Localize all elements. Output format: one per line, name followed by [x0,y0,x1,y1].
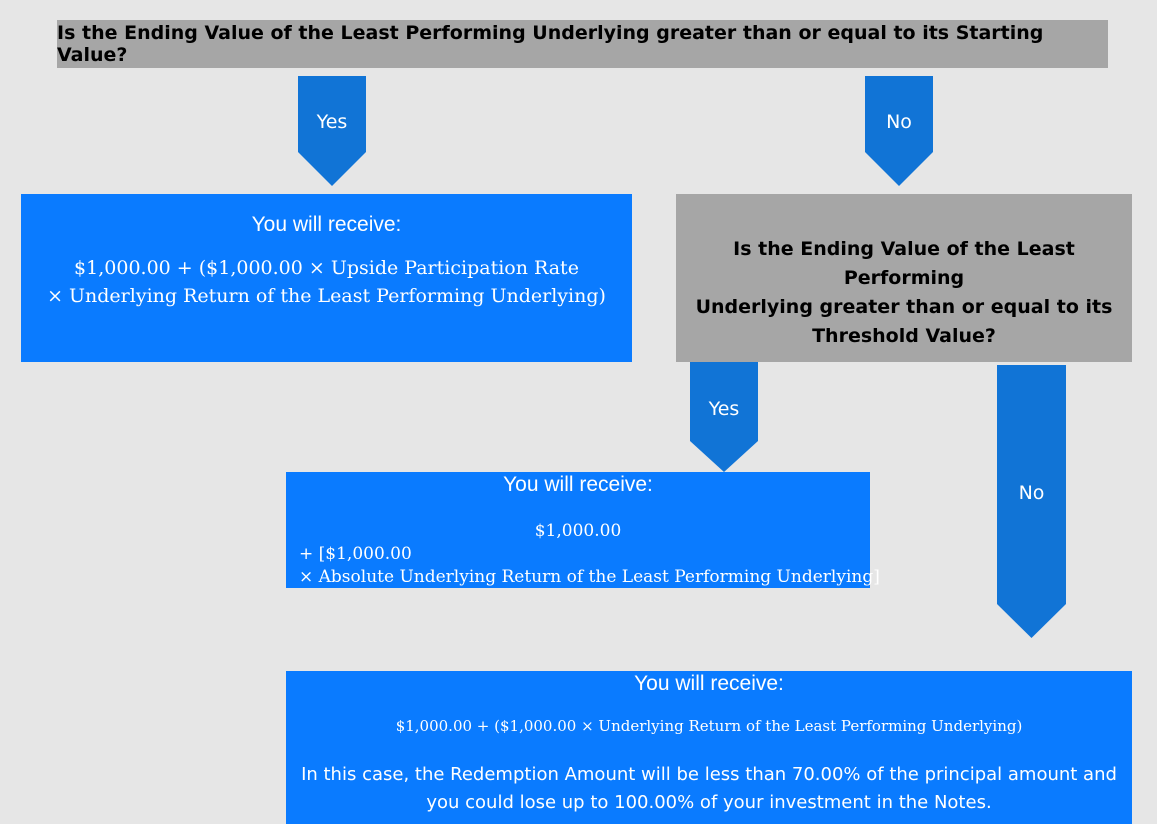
threshold-value-question: Is the Ending Value of the Least Perform… [676,194,1132,362]
no-arrow-1: No [865,76,933,186]
down-arrow-icon [690,362,758,472]
down-arrow-icon [997,365,1066,638]
warning-line: In this case, the Redemption Amount will… [301,764,1117,785]
outcome-formula: $1,000.00 + ($1,000.00 × Underlying Retu… [395,717,1023,735]
yes-arrow-1: Yes [298,76,366,186]
starting-value-question-text: Is the Ending Value of the Least Perform… [57,22,1044,66]
yes-label: Yes [316,111,348,133]
outcome-below-threshold-value: You will receive: $1,000.00 + ($1,000.00… [286,671,1132,824]
base-amount: $1,000.00 [534,521,622,541]
yes-arrow-2: Yes [690,362,758,472]
formula-line: + [$1,000.00 [299,544,412,564]
question-line: Underlying greater than or equal to its [695,296,1113,318]
question-line: Threshold Value? [812,325,996,347]
outcome-heading: You will receive: [251,213,402,236]
loss-warning: In this case, the Redemption Amount will… [286,761,1132,817]
formula-line: $1,000.00 + ($1,000.00 × Upside Particip… [74,257,579,279]
outcome-heading: You will receive: [503,473,653,496]
formula-line: × Underlying Return of the Least Perform… [47,285,606,307]
starting-value-question: Is the Ending Value of the Least Perform… [57,20,1108,68]
down-arrow-icon [298,76,366,186]
outcome-above-starting-value: You will receive: $1,000.00 + ($1,000.00… [21,194,632,362]
yes-label: Yes [708,398,740,420]
outcome-formula: $1,000.00 + ($1,000.00 × Upside Particip… [21,254,632,310]
outcome-above-threshold-value: You will receive: $1,000.00 + [$1,000.00… [286,472,880,588]
down-arrow-icon [865,76,933,186]
no-label: No [886,111,912,133]
no-label: No [1018,482,1045,504]
question-line: Is the Ending Value of the Least Perform… [733,238,1075,289]
no-arrow-2: No [997,365,1066,638]
formula-line: × Absolute Underlying Return of the Leas… [299,567,880,587]
warning-line: you could lose up to 100.00% of your inv… [426,792,992,813]
outcome-heading: You will receive: [634,672,784,695]
